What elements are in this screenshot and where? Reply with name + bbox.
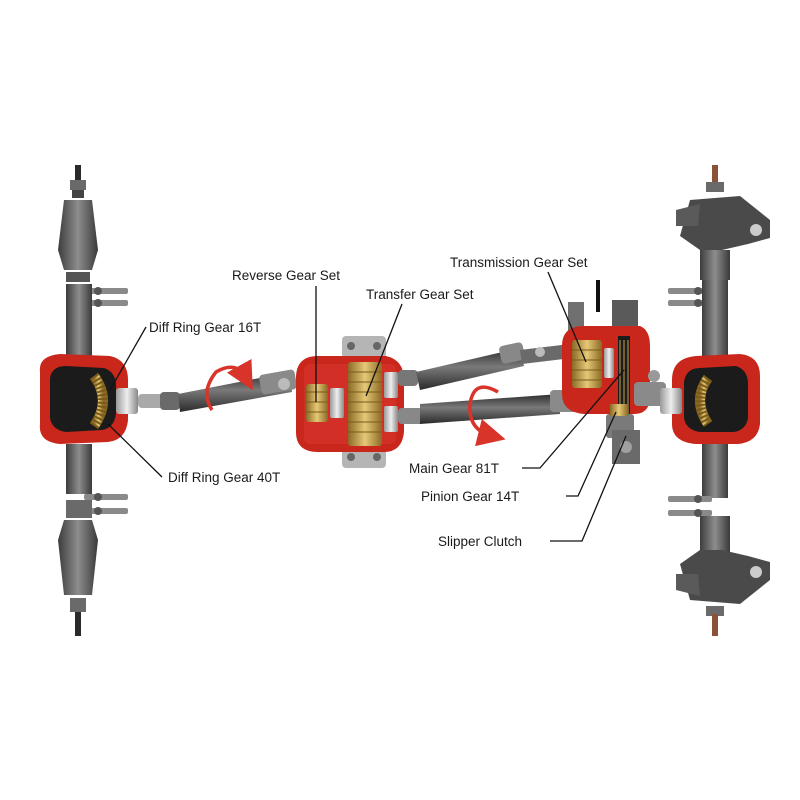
label-pinion-gear-14t: Pinion Gear 14T — [421, 489, 519, 504]
label-diff-ring-gear-16t: Diff Ring Gear 16T — [149, 320, 261, 335]
front-axle — [660, 165, 770, 636]
leader-pinion-gear-14t — [566, 411, 617, 497]
label-transmission-gear-set: Transmission Gear Set — [450, 255, 588, 270]
leader-main-gear-81t — [522, 369, 625, 469]
label-transfer-gear-set: Transfer Gear Set — [366, 287, 474, 302]
rotation-arrow-front — [468, 385, 506, 447]
label-reverse-gear-set: Reverse Gear Set — [232, 268, 340, 283]
leader-diff-ring-gear-16t — [109, 326, 147, 391]
leader-slipper-clutch — [550, 435, 627, 542]
leader-transmission-gear-set — [547, 271, 587, 363]
leader-lines — [107, 271, 627, 542]
transmission — [562, 280, 666, 464]
rear-axle — [39, 165, 138, 636]
label-diff-ring-gear-40t: Diff Ring Gear 40T — [168, 470, 280, 485]
label-slipper-clutch: Slipper Clutch — [438, 534, 522, 549]
transfer-case — [296, 336, 404, 468]
leader-transfer-gear-set — [365, 303, 403, 397]
rear-driveshaft — [138, 369, 297, 412]
input-shaft — [398, 342, 572, 390]
leader-diff-ring-gear-40t — [107, 423, 163, 478]
label-main-gear-81t: Main Gear 81T — [409, 461, 499, 476]
rotation-arrow-rear — [205, 358, 253, 411]
front-driveshaft — [398, 390, 580, 424]
